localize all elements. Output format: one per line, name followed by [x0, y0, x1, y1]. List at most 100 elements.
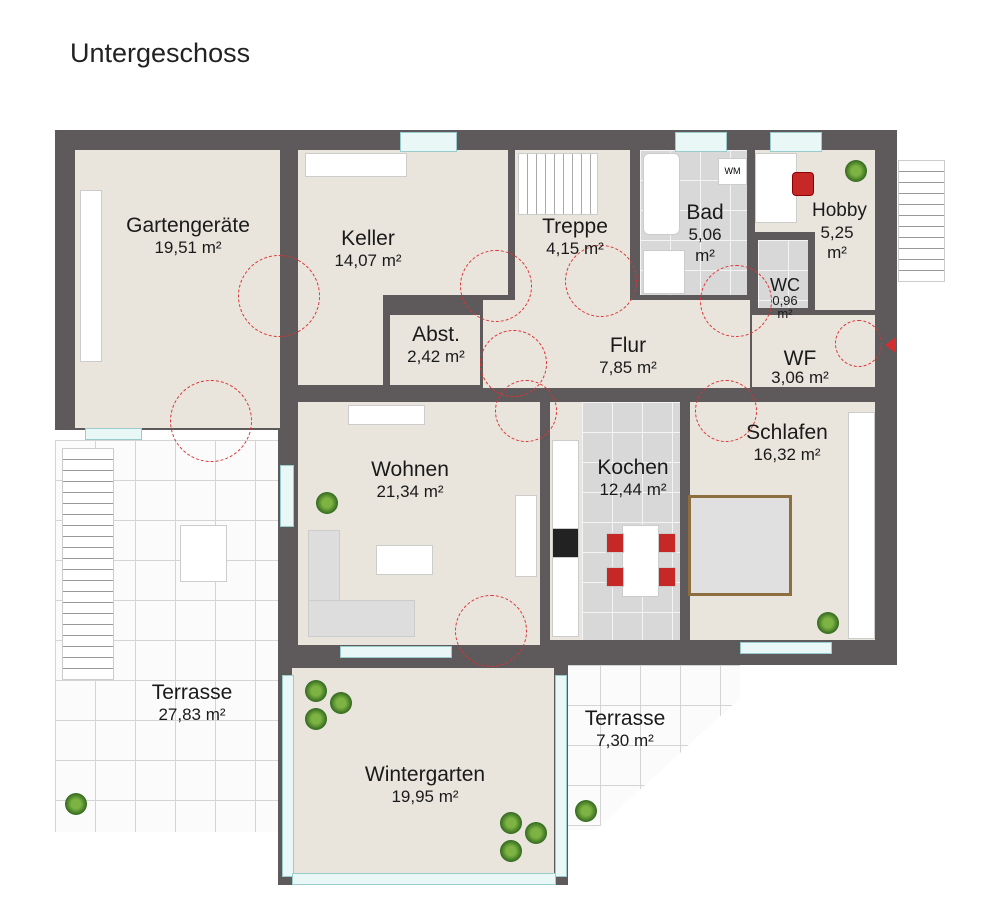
plant-icon: [525, 822, 547, 844]
room-name: Wohnen: [371, 458, 449, 481]
door-swing: [695, 380, 757, 442]
window: [340, 646, 452, 658]
room-name: Bad: [686, 201, 724, 224]
room-name: Treppe: [542, 215, 608, 238]
room-name: Flur: [609, 334, 647, 357]
room-area: 5,25 m²: [820, 222, 854, 263]
room-area: 27,83 m²: [158, 705, 226, 725]
door-swing: [700, 265, 772, 337]
plant-icon: [845, 160, 867, 182]
desk: [755, 153, 797, 223]
room-area: 0,96 m²: [772, 293, 798, 321]
room-area: 19,95 m²: [391, 787, 459, 807]
entrance-arrow-icon: [885, 337, 896, 353]
window: [555, 675, 567, 877]
room-area: 16,32 m²: [753, 445, 821, 465]
stairs-internal: [518, 153, 598, 215]
dining-table: [622, 525, 659, 597]
chair: [792, 172, 814, 196]
room-area: 3,06 m²: [771, 368, 829, 387]
window: [770, 132, 822, 152]
room-area: 5,06 m²: [688, 225, 722, 265]
door-swing: [565, 245, 637, 317]
stairs-outside-left: [62, 448, 114, 680]
window: [280, 465, 294, 527]
room-area: 4,15 m²: [546, 239, 604, 259]
plant-icon: [330, 692, 352, 714]
plant-icon: [500, 812, 522, 834]
room-name: Kochen: [597, 456, 669, 479]
shower: [643, 250, 685, 294]
room-name: WF: [783, 347, 817, 370]
stove: [552, 528, 579, 558]
room-area: 19,51 m²: [154, 238, 222, 258]
window: [282, 675, 294, 877]
dining-chair: [658, 533, 676, 553]
plant-icon: [500, 840, 522, 862]
room-name: Wintergarten: [364, 763, 486, 786]
garden-table: [180, 525, 227, 582]
room-name: Terrasse: [151, 681, 233, 704]
room-name: WC: [770, 275, 800, 295]
window: [740, 642, 832, 654]
door-swing: [238, 255, 320, 337]
shelf: [305, 153, 407, 177]
sofa: [308, 600, 415, 637]
shelf: [80, 190, 102, 362]
cabinet: [348, 405, 425, 425]
room-area: 7,30 m²: [596, 731, 654, 751]
plant-icon: [65, 793, 87, 815]
plant-icon: [817, 612, 839, 634]
room-name: Hobby: [812, 200, 867, 221]
plant-icon: [316, 492, 338, 514]
plant-icon: [305, 680, 327, 702]
bed: [688, 495, 792, 596]
plant-icon: [305, 708, 327, 730]
sideboard: [515, 495, 537, 577]
dining-chair: [658, 567, 676, 587]
window: [675, 132, 727, 152]
room-area: 2,42 m²: [407, 347, 465, 367]
bathtub: [643, 153, 680, 235]
window: [292, 873, 556, 885]
room-name: Terrasse: [584, 707, 666, 730]
kitchen-tile-floor: [582, 402, 680, 640]
room-name: Schlafen: [746, 421, 828, 444]
door-swing: [835, 320, 882, 367]
door-swing: [460, 250, 532, 322]
room-abst: [390, 315, 480, 385]
wardrobe: [848, 412, 875, 639]
coffee-table: [376, 545, 433, 575]
floor-title: Untergeschoss: [70, 38, 251, 68]
dining-chair: [606, 533, 624, 553]
room-area: 12,44 m²: [599, 480, 667, 500]
dining-chair: [606, 567, 624, 587]
room-name: Gartengeräte: [126, 214, 250, 237]
room-name: Abst.: [412, 323, 460, 346]
window: [85, 428, 142, 440]
plant-icon: [575, 800, 597, 822]
stairs-outside-right: [898, 160, 945, 282]
door-swing: [455, 595, 527, 667]
washing-machine: WM: [718, 158, 747, 185]
room-area: 14,07 m²: [334, 251, 402, 271]
door-swing: [495, 380, 557, 442]
door-swing: [170, 380, 252, 462]
label-abst: Abst.2,42 m²: [407, 322, 465, 368]
room-area: 21,34 m²: [376, 482, 444, 502]
